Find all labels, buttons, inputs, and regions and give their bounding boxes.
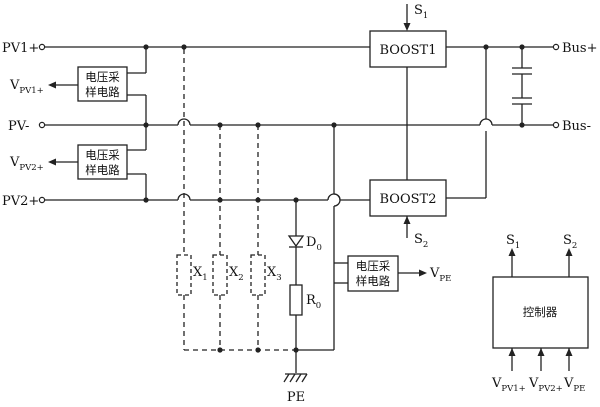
sampler-pe — [333, 125, 427, 350]
x1-label: X1 — [193, 265, 208, 283]
diode-d0 — [287, 235, 305, 248]
vpv1-input-arrow — [508, 348, 516, 356]
d0-label: D0 — [306, 235, 322, 253]
controller-s2-label: S2 — [563, 233, 577, 251]
pv-minus-label: PV- — [8, 119, 29, 134]
pv2-plus-label: PV2+ — [2, 194, 39, 209]
vpv1-output-arrow — [48, 81, 56, 89]
controller-vpe-label: VPE — [563, 376, 585, 394]
boost1-label: BOOST1 — [380, 43, 437, 58]
s1-boost-label: S1 — [414, 3, 428, 21]
sampler-pv2-line2: 样电路 — [85, 163, 120, 177]
diode-resistor-branch — [287, 200, 334, 373]
vpe-output-arrow — [419, 269, 427, 277]
pv2-plus-rail — [38, 193, 370, 204]
x2-label: X2 — [229, 265, 244, 283]
bus-plus-terminal — [552, 43, 560, 51]
ground-symbol — [283, 373, 308, 383]
junction-dots — [143, 44, 525, 353]
controller-s1-label: S1 — [506, 233, 520, 251]
impedance-x3 — [250, 125, 266, 350]
impedance-x2 — [212, 125, 228, 350]
bus-minus-label: Bus- — [562, 119, 591, 134]
controller-block — [492, 248, 589, 371]
sampler-pv1-line2: 样电路 — [85, 85, 120, 99]
boost1-block — [369, 4, 447, 180]
controller-vpv1-label: VPV1+ — [491, 376, 526, 394]
sampler-pe-line2: 样电路 — [356, 274, 391, 288]
pv2-plus-terminal — [38, 196, 46, 204]
x3-label: X3 — [267, 265, 282, 283]
pe-label: PE — [287, 390, 305, 405]
vpv2-label: VPV2+ — [9, 155, 44, 173]
sampler-pv1-line1: 电压采 — [85, 70, 120, 84]
s2-boost-label: S2 — [414, 232, 428, 250]
sampler-pv2-line1: 电压采 — [85, 148, 120, 162]
sampler-pe-line1: 电压采 — [356, 259, 391, 273]
bus-capacitors — [512, 47, 532, 125]
impedance-x1 — [176, 49, 192, 350]
vpv2-input-arrow — [537, 348, 545, 356]
pv1-plus-terminal — [38, 43, 46, 51]
boost2-block — [369, 47, 487, 238]
s2-input-arrow — [403, 216, 411, 224]
s1-input-arrow — [403, 23, 411, 31]
pv1-plus-rail — [38, 43, 560, 51]
vpe-input-arrow — [565, 348, 573, 356]
resistor-r0 — [289, 284, 303, 316]
controller-vpv2-label: VPV2+ — [528, 376, 563, 394]
bus-plus-label: Bus+ — [562, 41, 598, 56]
s2-output-arrow — [565, 248, 573, 256]
vpv1-label: VPV1+ — [9, 78, 44, 96]
bus-minus-terminal — [552, 121, 560, 129]
controller-label: 控制器 — [523, 305, 558, 319]
vpv2-output-arrow — [48, 158, 56, 166]
r0-label: R0 — [306, 293, 321, 311]
pv-minus-terminal — [38, 121, 46, 129]
boost2-label: BOOST2 — [380, 192, 437, 207]
s1-output-arrow — [508, 248, 516, 256]
sampler-pv1 — [48, 47, 147, 125]
vpe-label: VPE — [429, 266, 451, 284]
pv-minus-rail — [38, 118, 560, 129]
pv1-plus-label: PV1+ — [2, 41, 39, 56]
sampler-pv2 — [48, 125, 147, 200]
